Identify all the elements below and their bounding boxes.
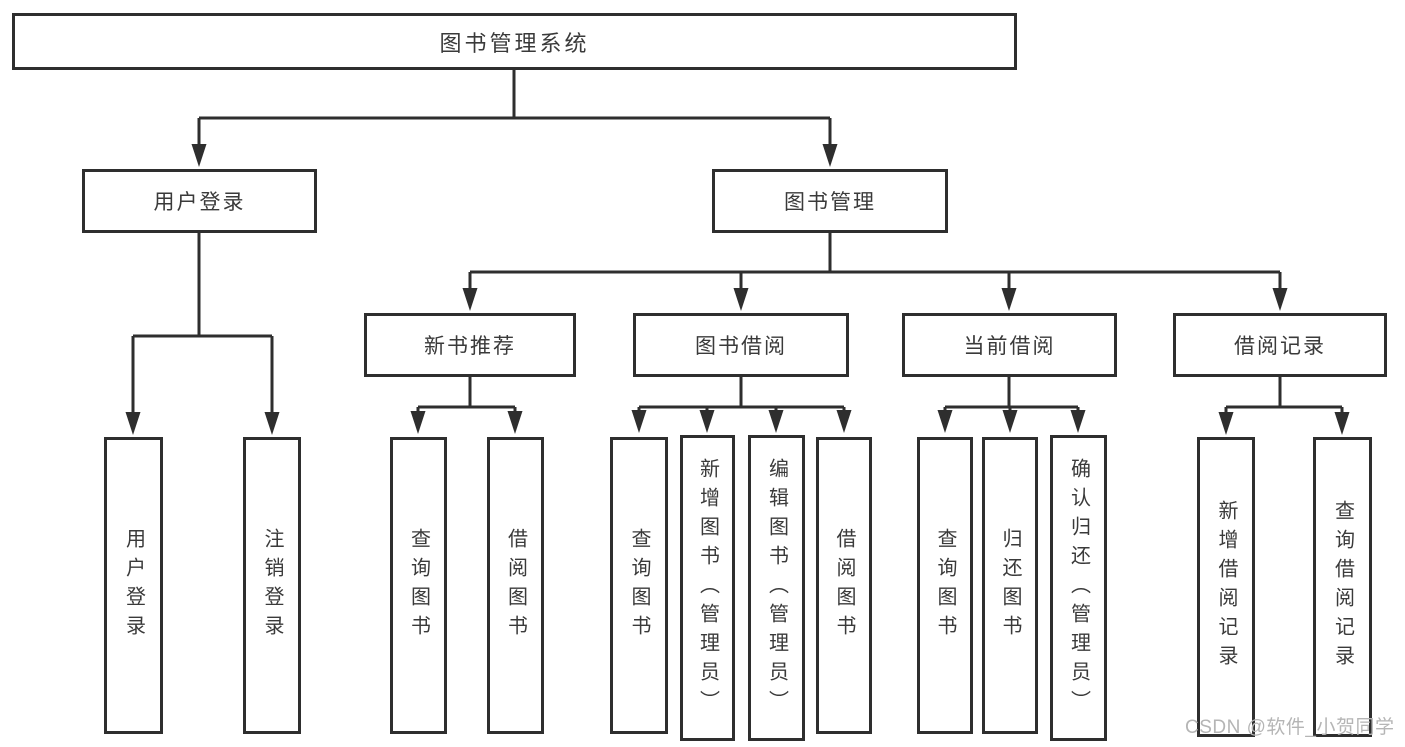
- node-label: 注销登录: [261, 527, 283, 644]
- leaf-query-book-current: 查询图书: [917, 437, 973, 734]
- node-label: 查询借阅记录: [1331, 500, 1354, 674]
- node-label: 新书推荐: [424, 335, 516, 358]
- node-user-login: 用户登录: [82, 169, 317, 233]
- node-label: 编辑图书（管理员）: [765, 457, 788, 719]
- node-library-system: 图书管理系统: [12, 13, 1017, 70]
- node-label: 确认归还（管理员）: [1067, 457, 1090, 719]
- leaf-query-book-borrow: 查询图书: [610, 437, 668, 734]
- node-current-borrow: 当前借阅: [902, 313, 1117, 377]
- leaf-user-login: 用户登录: [104, 437, 163, 734]
- leaf-return-book: 归还图书: [982, 437, 1038, 734]
- leaf-borrow-book-recommend: 借阅图书: [487, 437, 544, 734]
- leaf-add-borrow-record: 新增借阅记录: [1197, 437, 1255, 737]
- node-label: 借阅图书: [504, 527, 527, 644]
- node-borrow-record: 借阅记录: [1173, 313, 1387, 377]
- node-label: 新增借阅记录: [1215, 500, 1237, 674]
- node-new-book-recommend: 新书推荐: [364, 313, 576, 377]
- leaf-query-borrow-record: 查询借阅记录: [1313, 437, 1372, 737]
- csdn-watermark: CSDN @软件_小贺同学: [1185, 717, 1395, 738]
- node-label: 用户登录: [122, 527, 145, 644]
- node-label: 借阅图书: [833, 527, 855, 644]
- node-label: 图书管理系统: [439, 30, 590, 56]
- node-label: 归还图书: [999, 527, 1021, 644]
- node-label: 当前借阅: [963, 335, 1056, 358]
- node-label: 查询图书: [934, 527, 956, 644]
- node-label: 查询图书: [407, 527, 430, 644]
- node-label: 用户登录: [153, 191, 246, 214]
- leaf-borrow-book: 借阅图书: [816, 437, 872, 734]
- leaf-edit-book-admin: 编辑图书（管理员）: [748, 435, 805, 741]
- leaf-confirm-return-admin: 确认归还（管理员）: [1050, 435, 1107, 741]
- node-label: 借阅记录: [1234, 335, 1326, 358]
- leaf-logout: 注销登录: [243, 437, 301, 734]
- node-label: 查询图书: [628, 527, 650, 644]
- leaf-query-book-recommend: 查询图书: [390, 437, 447, 734]
- node-label: 图书管理: [784, 191, 876, 214]
- node-label: 新增图书（管理员）: [696, 457, 719, 719]
- node-book-management: 图书管理: [712, 169, 948, 233]
- node-book-borrow: 图书借阅: [633, 313, 849, 377]
- leaf-add-book-admin: 新增图书（管理员）: [680, 435, 735, 741]
- node-label: 图书借阅: [695, 335, 787, 358]
